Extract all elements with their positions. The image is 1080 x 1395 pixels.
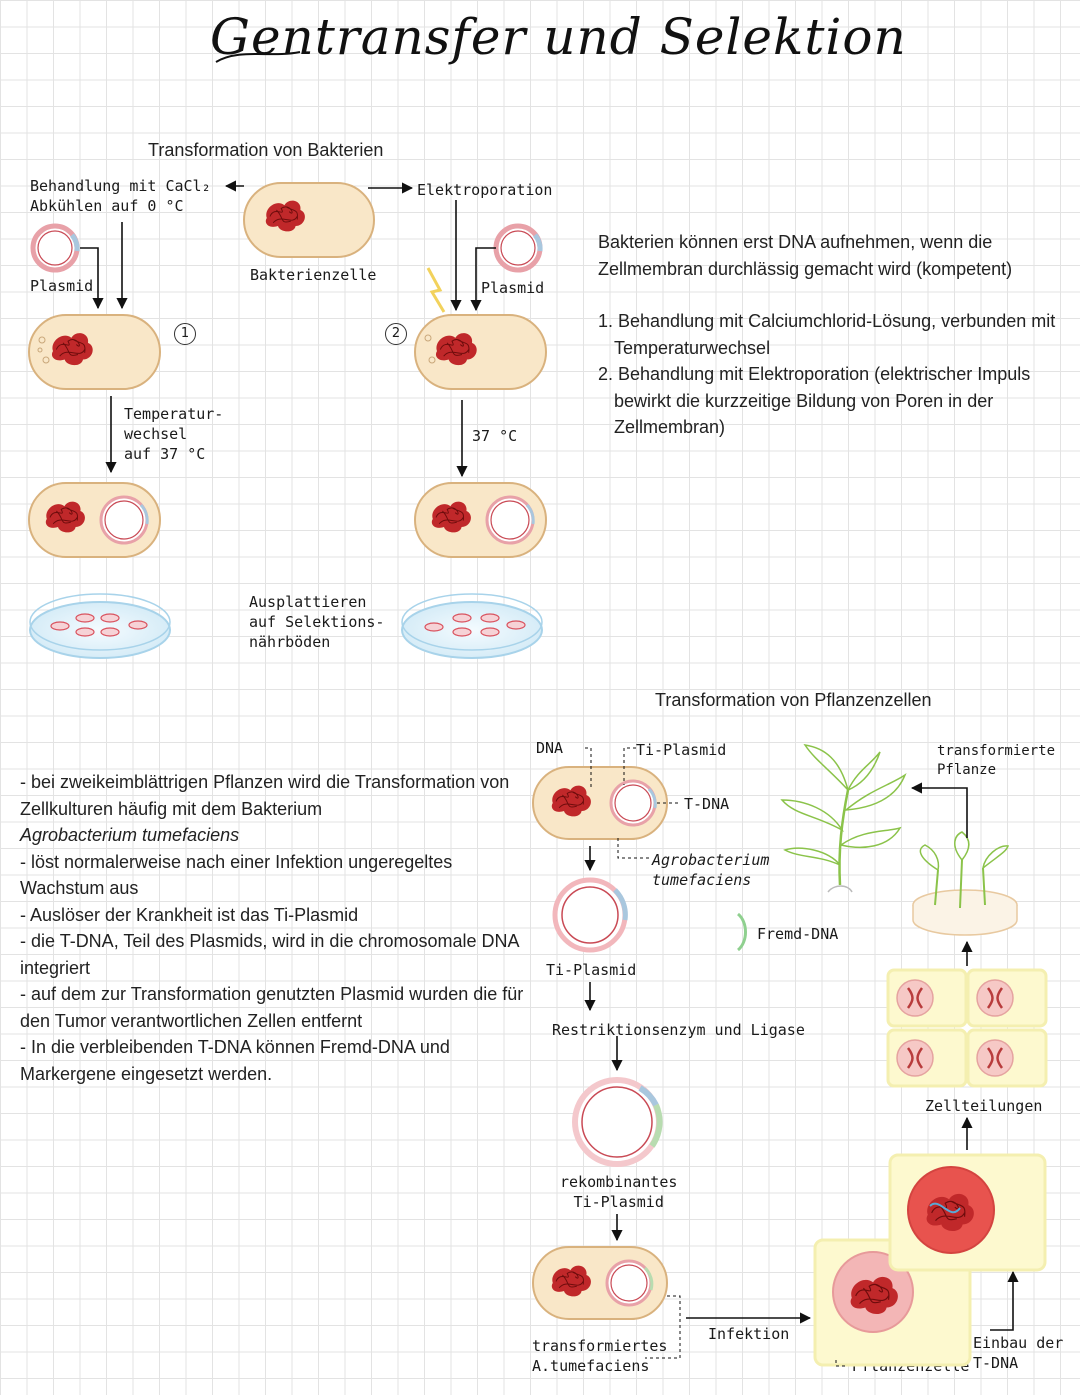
lightning-icon xyxy=(426,267,446,313)
plating-label: Ausplattieren auf Selektions- nährböden xyxy=(249,593,385,651)
infection-label: Infektion xyxy=(708,1325,790,1343)
cell-divisions-label: Zellteilungen xyxy=(925,1097,1043,1115)
bacterial-cell-top xyxy=(243,182,375,258)
petri-dish-left xyxy=(29,593,171,659)
plasmid-left-icon xyxy=(30,223,80,273)
bacterial-cell-step2 xyxy=(414,314,547,390)
fremd-dna-icon xyxy=(736,912,747,952)
dna-label: DNA xyxy=(536,739,564,757)
transformed-bacterium-label: transformiertes A.tumefaciens xyxy=(532,1337,668,1375)
transformed-plant-label: transformierte Pflanze xyxy=(937,743,1056,778)
insertion-label: Einbau der T-DNA xyxy=(973,1334,1064,1372)
bacterial-cell-step1 xyxy=(28,314,161,390)
agrobacterium-label: Agrobacterium tumefaciens xyxy=(652,851,770,889)
transformed-agrobacterium-cell xyxy=(532,1246,668,1320)
recombinant-plasmid-label: rekombinantes Ti-Plasmid xyxy=(560,1173,678,1211)
plant-info-line-1: - bei zweikeimblättrigen Pflanzen wird d… xyxy=(20,772,510,819)
transformed-plant-icon xyxy=(780,744,907,893)
plant-info: - bei zweikeimblättrigen Pflanzen wird d… xyxy=(20,769,525,1087)
bacteria-intro-text: Bakterien können erst DNA aufnehmen, wen… xyxy=(598,232,1013,279)
transformed-plant-cell-icon xyxy=(888,1153,1047,1272)
plant-info-species: Agrobacterium tumefaciens xyxy=(20,825,240,845)
plant-info-line-6: - In die verbleibenden T-DNA können Frem… xyxy=(20,1037,450,1084)
temperature-change-label: Temperatur- wechsel auf 37 °C xyxy=(124,405,224,463)
plant-info-line-4: - die T-DNA, Teil des Plasmids, wird in … xyxy=(20,931,519,978)
step-1-marker: 1 xyxy=(174,323,196,345)
method1-label: Behandlung mit CaCl₂ Abkühlen auf 0 °C xyxy=(30,177,211,215)
agrobacterium-cell xyxy=(532,766,668,840)
plasmid-label-left: Plasmid xyxy=(30,277,94,295)
ti-plasmid-top-label: Ti-Plasmid xyxy=(636,741,727,759)
plant-heading: Transformation von Pflanzenzellen xyxy=(655,690,932,710)
temperature-label-right: 37 °C xyxy=(472,427,518,445)
bacterial-cell-label: Bakterienzelle xyxy=(250,266,377,284)
transformed-bacterium-right xyxy=(414,482,547,558)
bacteria-point-1: 1. Behandlung mit Calciumchlorid-Lösung,… xyxy=(598,311,1056,358)
plant-info-line-3: - Auslöser der Krankheit ist das Ti-Plas… xyxy=(20,904,359,925)
step-2-marker: 2 xyxy=(385,323,407,345)
enzyme-label: Restriktionsenzym und Ligase xyxy=(552,1021,805,1039)
bacteria-heading: Transformation von Bakterien xyxy=(148,140,384,160)
cell-division-grid xyxy=(886,968,1048,1088)
seedlings-icon xyxy=(912,831,1018,936)
t-dna-label: T-DNA xyxy=(684,795,730,813)
ti-plasmid-icon xyxy=(552,877,628,953)
plant-info-line-5: - auf dem zur Transformation genutzten P… xyxy=(20,984,524,1031)
plasmid-right-icon xyxy=(493,223,543,273)
title-flourish xyxy=(215,51,301,63)
bacteria-point-2: 2. Behandlung mit Elektroporation (elekt… xyxy=(598,364,1031,437)
plant-info-line-2: - löst normalerweise nach einer Infektio… xyxy=(20,851,453,899)
plasmid-label-right: Plasmid xyxy=(481,279,545,297)
petri-dish-right xyxy=(401,593,543,659)
fremd-dna-label: Fremd-DNA xyxy=(757,925,839,943)
method2-label: Elektroporation xyxy=(417,181,553,199)
transformed-bacterium-left xyxy=(28,482,161,558)
page-title: Gentransfer und Selektion xyxy=(210,8,907,66)
ti-plasmid-label: Ti-Plasmid xyxy=(546,961,637,979)
recombinant-plasmid-icon xyxy=(572,1077,663,1167)
